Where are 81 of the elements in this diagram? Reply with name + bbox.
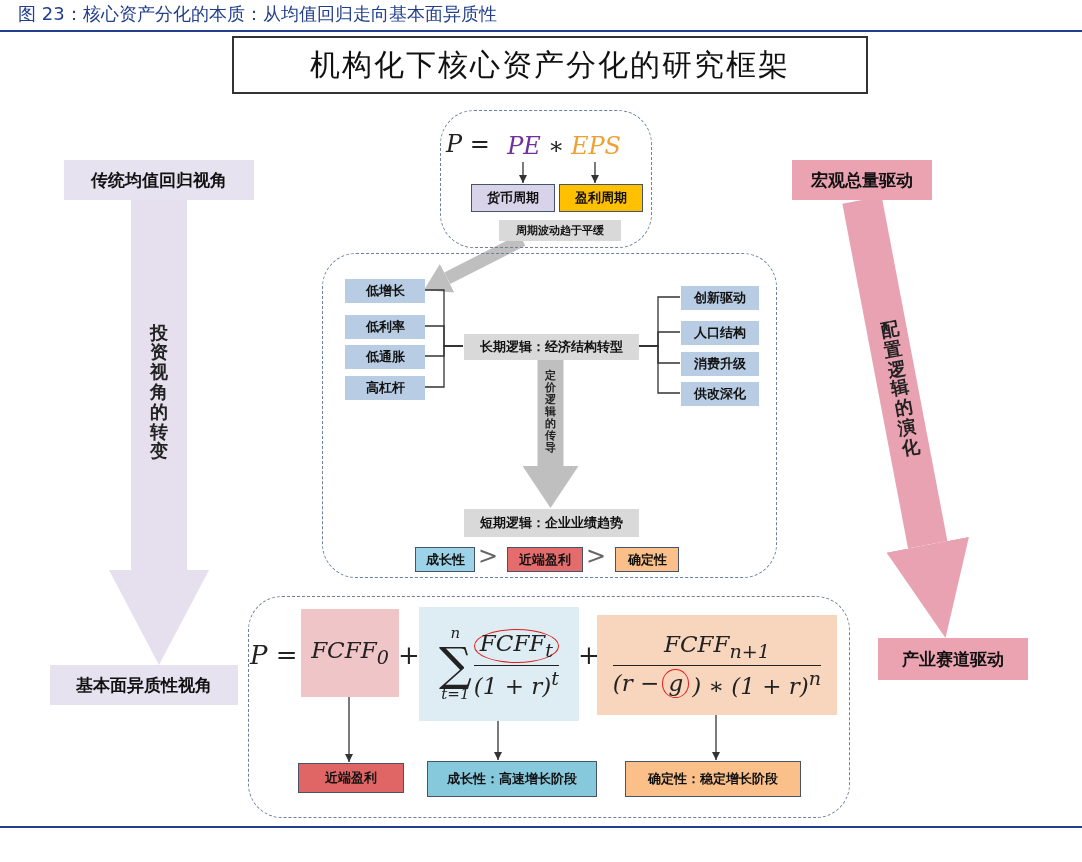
arrow — [494, 719, 502, 761]
label-box — [415, 547, 475, 572]
formula-symbol: + — [398, 640, 420, 670]
label-box — [681, 286, 759, 310]
formula-text: FCFF$_{0}$ — [311, 637, 389, 669]
label-box — [50, 665, 238, 705]
dashed-panel — [440, 110, 652, 248]
formula-symbol: ∗ — [548, 132, 565, 160]
box-label: 产业赛道驱动 — [902, 647, 1004, 671]
dashed-panel — [248, 596, 850, 818]
formula-term: EPS — [565, 129, 627, 163]
title-box — [232, 36, 868, 94]
formula-text: ) ∗ (1 + r)$^{n}$ — [692, 668, 822, 700]
formula-symbol: P = — [250, 640, 298, 670]
sum-upper-limit: n — [450, 626, 461, 641]
box-label: 机构化下核心资产分化的研究框架 — [310, 45, 790, 84]
label-box — [507, 547, 583, 572]
box-label: 基本面异质性视角 — [76, 673, 212, 697]
greater-than-sign: > — [478, 542, 499, 570]
block-arrow — [522, 359, 579, 508]
label-box — [681, 352, 759, 376]
label-box — [625, 761, 801, 797]
label-box — [427, 761, 597, 797]
label-box — [559, 184, 643, 212]
edge-label: 定价逻辑的传导 — [544, 369, 556, 455]
greater-than-sign: > — [586, 542, 607, 570]
formula-panel — [597, 615, 837, 715]
box-label: 成长性 — [425, 550, 465, 569]
label-box — [345, 315, 425, 339]
box-label: 盈利周期 — [575, 189, 627, 207]
formula-panel — [301, 609, 399, 697]
sum-symbol: ∑ — [439, 641, 472, 687]
arrow — [519, 161, 527, 184]
box-label: 周期波动趋于平缓 — [516, 223, 604, 238]
box-label: 宏观总量驱动 — [811, 168, 913, 192]
label-box — [298, 763, 404, 793]
label-box — [792, 160, 932, 200]
label-box — [464, 509, 639, 537]
box-label: 确定性：稳定增长阶段 — [648, 770, 778, 788]
box-label: 创新驱动 — [694, 289, 746, 307]
label-box — [345, 279, 425, 303]
label-box — [681, 321, 759, 345]
formula-term: PE — [501, 129, 547, 163]
box-label: 低增长 — [365, 282, 405, 300]
box-label: 消费升级 — [694, 355, 746, 373]
label-box — [615, 547, 679, 572]
edge-label: 投资视角的转变 — [150, 322, 168, 462]
arrow — [345, 695, 353, 763]
formula-text: (1 + r)$^{t}$ — [473, 668, 559, 700]
formula-symbol: P = — [446, 130, 490, 158]
box-label: 近端盈利 — [325, 769, 377, 787]
label-box — [878, 638, 1028, 680]
label-box — [681, 382, 759, 406]
box-label: 近端盈利 — [519, 550, 571, 569]
box-label: 传统均值回归视角 — [91, 168, 227, 192]
formula-text: (r − — [612, 670, 660, 697]
box-label: 人口结构 — [694, 324, 746, 342]
box-label: 低利率 — [365, 318, 405, 336]
figure-title: 图 23：核心资产分化的本质：从均值回归走向基本面异质性 — [18, 2, 497, 26]
label-box — [64, 160, 254, 200]
arrow — [712, 713, 720, 761]
box-label: 低通胀 — [365, 348, 405, 366]
box-label: 供改深化 — [694, 385, 746, 403]
box-label: 短期逻辑：企业业绩趋势 — [480, 514, 623, 532]
box-label: 货币周期 — [487, 189, 539, 207]
box-label: 确定性 — [627, 550, 667, 569]
label-box — [471, 184, 555, 212]
label-box — [345, 376, 425, 400]
formula-text: FCFF$_{n+1}$ — [663, 630, 771, 663]
block-arrow — [109, 200, 209, 665]
edge-label: 配置逻辑的演化 — [879, 318, 921, 458]
box-label: 高杠杆 — [365, 379, 405, 397]
box-label: 长期逻辑：经济结构转型 — [480, 338, 623, 356]
arrow — [591, 161, 599, 184]
dashed-panel — [322, 253, 777, 578]
formula-panel — [419, 607, 579, 721]
box-label: 成长性：高速增长阶段 — [447, 770, 577, 788]
formula-symbol: + — [578, 640, 600, 670]
label-box — [499, 220, 621, 241]
label-box — [464, 334, 639, 360]
label-box — [345, 345, 425, 369]
